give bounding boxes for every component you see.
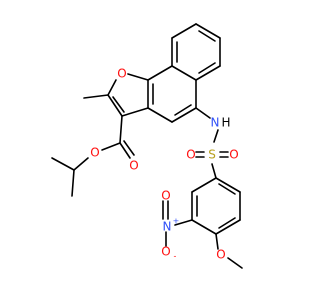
- sulfur-atom: S: [208, 148, 216, 162]
- amine-hydrogen: H: [221, 116, 230, 130]
- ester-group: [51, 115, 135, 197]
- methoxy-oxygen: O: [216, 248, 225, 262]
- sulfonyl-group: [195, 151, 229, 179]
- nitro-nitrogen: N: [163, 220, 172, 234]
- molecule-structure: O N H S O O O O N + O O - O: [51, 23, 243, 269]
- nitro-oxygen-bottom: O: [161, 245, 170, 259]
- nitro-oxygen-top: O: [161, 189, 170, 203]
- methoxy-group: [215, 233, 243, 269]
- ester-oxygen-double: O: [129, 159, 138, 173]
- methyl-bond: [83, 94, 109, 99]
- naphthalene-ring-top: [171, 23, 221, 81]
- nitro-group: [162, 200, 193, 247]
- nitro-plus-charge: +: [173, 217, 180, 226]
- sulfonyl-oxygen-right: O: [229, 148, 238, 162]
- sulfonyl-oxygen-left: O: [186, 148, 195, 162]
- furan-ring: [107, 73, 149, 117]
- amine-link: [195, 107, 219, 143]
- naphthalene-ring-bottom: [147, 65, 197, 123]
- molecule-diagram: O N H S O O O O N + O O - O: [51, 23, 243, 269]
- furan-oxygen: O: [117, 67, 126, 81]
- benzene-ring: [191, 177, 241, 235]
- amine-nitrogen: N: [211, 116, 220, 130]
- nitro-minus-charge: -: [174, 252, 177, 261]
- ester-oxygen-single: O: [90, 146, 99, 160]
